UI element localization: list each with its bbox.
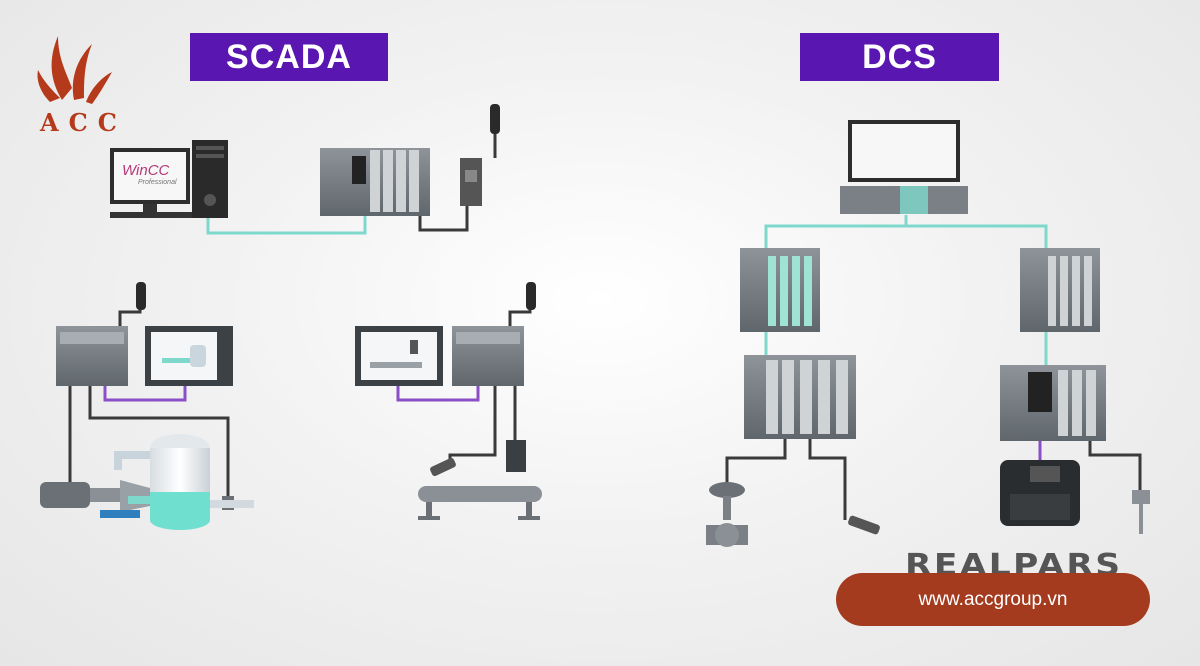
- dcs-operator-station: [840, 120, 968, 214]
- dcs-controller-left: [740, 248, 820, 332]
- conveyor-sensor-process: [418, 440, 542, 520]
- frequency-drive: [1000, 460, 1080, 526]
- pump-tank-process: [40, 434, 254, 530]
- scada-main-plc: [320, 148, 430, 216]
- temperature-sensor: [1132, 490, 1150, 534]
- scada-ethernet-link: [206, 215, 367, 235]
- dcs-io-rack-left: [744, 355, 856, 439]
- proximity-sensor: [848, 515, 880, 535]
- control-valve: [706, 482, 748, 547]
- dcs-ethernet-links: [764, 215, 1048, 365]
- dcs-io-rack-right: [1000, 365, 1106, 441]
- wireless-gateway: [460, 104, 500, 206]
- flame-logo-icon: [37, 36, 112, 104]
- website-link-button[interactable]: www.accgroup.vn: [836, 573, 1150, 626]
- wincc-screen-label: WinCC Professional: [116, 152, 186, 200]
- wincc-workstation: [110, 140, 228, 218]
- hmi-panel-1: [145, 326, 233, 386]
- website-url[interactable]: www.accgroup.vn: [918, 588, 1068, 610]
- wincc-name: WinCC: [122, 162, 170, 179]
- acc-logo-text: ACC: [40, 108, 127, 137]
- scada-profibus-links: [103, 385, 480, 402]
- dcs-field-cables: [725, 438, 1142, 520]
- dcs-title: DCS: [800, 33, 999, 81]
- remote-plc-1: [56, 282, 146, 386]
- scada-title: SCADA: [190, 33, 388, 81]
- wincc-sub: Professional: [138, 179, 177, 186]
- hmi-panel-2: [355, 326, 443, 386]
- dcs-controller-right: [1020, 248, 1100, 332]
- remote-plc-2: [452, 282, 536, 386]
